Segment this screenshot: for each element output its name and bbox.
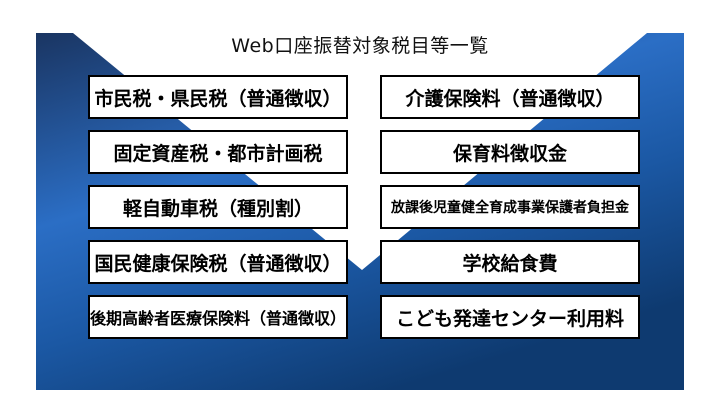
tax-item-box-kyushoku: 学校給食費	[380, 240, 640, 284]
page-title: Web口座振替対象税目等一覧	[231, 35, 489, 57]
tax-item-box-kodomo-center: こども発達センター利用料	[380, 295, 640, 339]
tax-item-box-koteishisan: 固定資産税・都市計画税	[88, 130, 348, 174]
tax-item-box-keijidosha: 軽自動車税（種別割）	[88, 185, 348, 229]
tax-item-box-hoikuryo: 保育料徴収金	[380, 130, 640, 174]
tax-item-box-shiminzei: 市民税・県民税（普通徴収）	[88, 75, 348, 119]
tax-item-box-kaigo: 介護保険料（普通徴収）	[380, 75, 640, 119]
tax-item-box-hokago: 放課後児童健全育成事業保護者負担金	[380, 185, 640, 229]
tax-item-box-kokuho: 国民健康保険税（普通徴収）	[88, 240, 348, 284]
tax-item-box-kokikoreisha: 後期高齢者医療保険料（普通徴収）	[88, 295, 348, 339]
